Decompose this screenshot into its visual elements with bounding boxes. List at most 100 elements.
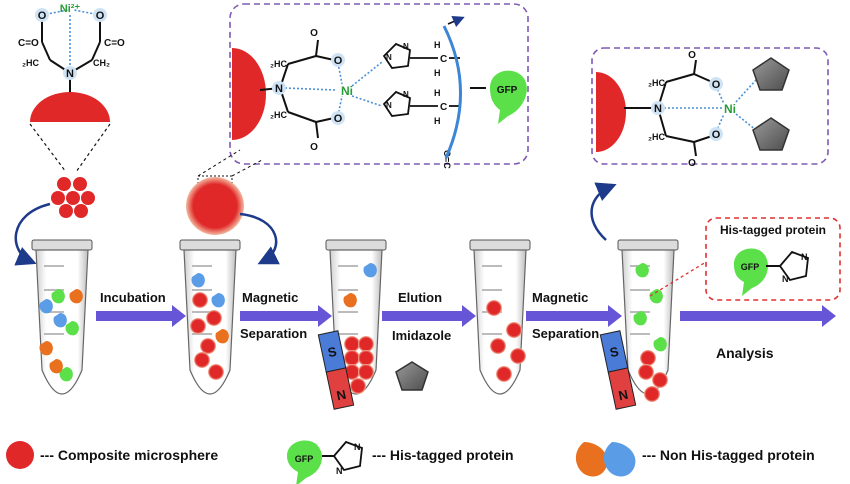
microsphere (192, 292, 208, 308)
non-his-protein (191, 273, 205, 288)
tube-cap-rim (617, 239, 679, 251)
microsphere (638, 364, 654, 380)
svg-text:O: O (688, 158, 696, 169)
his-tagged-protein (633, 311, 647, 326)
non-his-protein (69, 289, 83, 304)
tube-3 (325, 239, 387, 395)
chelator-his-complex: N O O O O ₂HC ₂HC Ni N N N N H H H H C C… (259, 16, 527, 169)
step-separation-1: Separation (240, 326, 307, 341)
carbonyl-right: C=O (104, 38, 125, 49)
his-tagged-protein (51, 289, 65, 304)
microsphere (350, 378, 366, 394)
microsphere (358, 336, 374, 352)
svg-text:N: N (386, 101, 392, 110)
ch2-lower: ₂HC (270, 110, 287, 120)
step-separation-2: Separation (532, 326, 599, 341)
ch2-upper: ₂HC (270, 59, 287, 69)
microsphere (344, 336, 360, 352)
microsphere (644, 386, 660, 402)
microsphere (190, 318, 206, 334)
curved-arrow-add (14, 202, 51, 266)
svg-text:N: N (617, 387, 629, 404)
svg-text:C: C (440, 54, 447, 65)
oxygen-highlight (35, 8, 49, 22)
his-tagged-detail-box (705, 217, 841, 301)
svg-text:N: N (801, 252, 808, 262)
imidazole-pentagon (752, 57, 790, 91)
microsphere (344, 350, 360, 366)
legend-gfp-swatch (287, 440, 322, 484)
microsphere (206, 310, 222, 326)
non-his-protein (211, 293, 225, 308)
tube-cap-rim (31, 239, 93, 251)
his-tagged-protein (59, 367, 73, 382)
legend-composite-swatch (6, 441, 34, 469)
carbonyl-left: C=O (18, 38, 39, 49)
magnet-2: S N (599, 330, 637, 410)
svg-text:N: N (403, 42, 409, 51)
microsphere (358, 364, 374, 380)
svg-text:₂HC: ₂HC (648, 132, 665, 142)
svg-text:O: O (712, 79, 721, 91)
his-tagged-protein (635, 263, 649, 278)
tube-2 (179, 239, 241, 395)
step-analysis: Analysis (716, 345, 774, 361)
microsphere-surface-detail (232, 48, 266, 140)
microsphere (490, 338, 506, 354)
tube-cap-rim (469, 239, 531, 251)
svg-text:N: N (403, 90, 409, 99)
non-his-protein (215, 329, 229, 344)
composite-microsphere-large (186, 177, 244, 235)
imidazole-pentagon (752, 117, 790, 151)
microsphere (640, 350, 656, 366)
non-his-protein (53, 313, 67, 328)
tube-1 (31, 239, 93, 395)
atom-o: O (310, 28, 318, 39)
svg-text:S: S (608, 344, 620, 361)
his-tagged-box-title: His-tagged protein (720, 223, 826, 237)
non-his-protein (49, 359, 63, 374)
legend-imidazole-ring (332, 440, 363, 472)
chelator-imidazole-complex: N O O O O ₂HC ₂HC Ni (624, 50, 790, 169)
curved-arrow-elute-detail (590, 182, 617, 241)
ch2-right: CH₂ (93, 58, 110, 68)
his-tagged-protein-detail: GFP N N (734, 248, 809, 296)
svg-text:C: C (440, 102, 447, 113)
atom-o: O (334, 113, 343, 125)
step-elution: Elution (398, 290, 442, 305)
svg-text:O: O (688, 50, 696, 61)
step-incubation: Incubation (100, 290, 166, 305)
microsphere (194, 352, 210, 368)
svg-text:H: H (434, 88, 441, 98)
tube-cap-rim (179, 239, 241, 251)
gfp-shape (490, 70, 527, 124)
svg-text:N: N (354, 442, 361, 452)
curved-arrow-bind (239, 212, 280, 265)
microsphere-surface-detail-right (596, 72, 626, 152)
magnet-n-label: N (335, 387, 347, 404)
atom-o: O (334, 55, 343, 67)
svg-text:H: H (434, 40, 441, 50)
microsphere-surface-top-left (30, 92, 110, 122)
svg-text:N: N (386, 53, 392, 62)
svg-text:₂HC: ₂HC (648, 78, 665, 88)
legend: --- Composite microsphere GFP N N --- Hi… (6, 440, 815, 484)
microsphere-cluster (51, 177, 95, 218)
gfp-label: GFP (497, 85, 518, 96)
magnet-s-label: S (326, 344, 338, 361)
tube-4 (469, 239, 531, 395)
microsphere (510, 348, 526, 364)
svg-text:N: N (336, 466, 343, 476)
svg-text:H: H (434, 68, 441, 78)
svg-text:O: O (712, 129, 721, 141)
process-arrow (680, 305, 836, 327)
legend-orange-swatch (575, 442, 608, 477)
atom-n: N (275, 83, 283, 95)
microsphere (208, 364, 224, 380)
chelator-ni-top-left: O O N Ni²⁺ C=O C=O ₂HC CH₂ (18, 3, 125, 95)
non-his-protein (363, 263, 377, 278)
atom-o: O (96, 10, 105, 22)
process-arrow (240, 305, 332, 327)
atom-o: O (38, 10, 47, 22)
